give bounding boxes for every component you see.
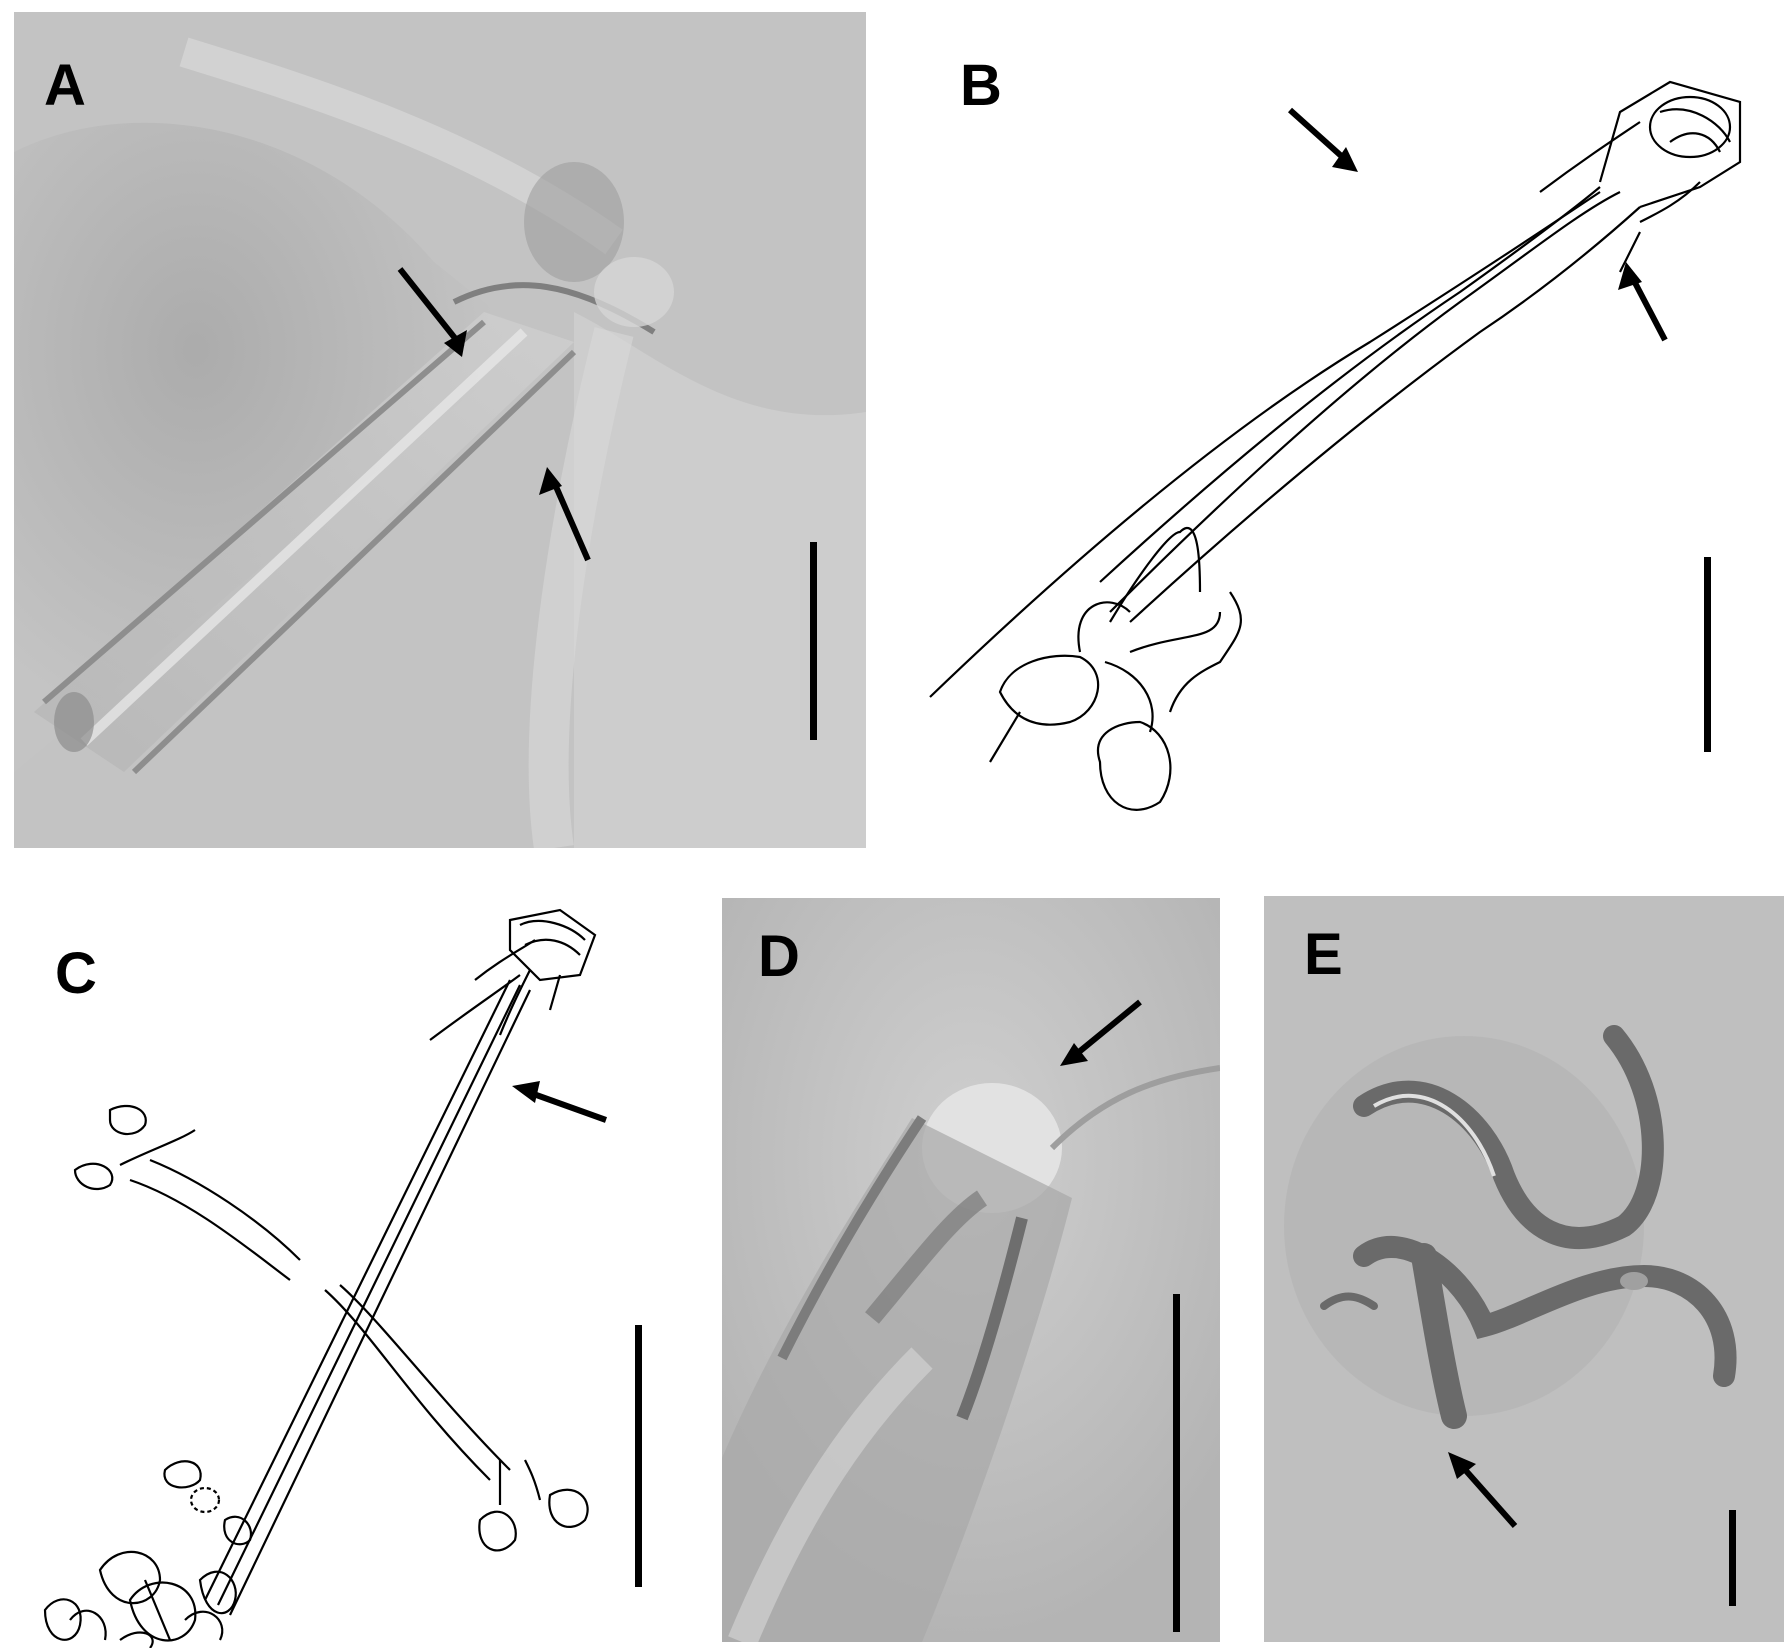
panel-e-label: E [1304,922,1343,987]
scale-bar [1704,557,1711,752]
panel-c: C [0,880,700,1648]
panel-e-image [1264,896,1784,1642]
panel-d-overlays [1060,999,1180,1632]
scale-bar [1173,1294,1180,1632]
scale-bar [635,1325,642,1587]
arrow-icon [1618,262,1668,342]
panel-a-label: A [44,53,86,118]
arrow-icon [539,467,591,562]
panel-a-overlays [397,267,817,740]
arrow-icon [1448,1452,1518,1528]
panel-d: D [722,898,1220,1642]
panel-e-overlays [1448,1452,1736,1606]
panel-c-label: C [55,941,97,1006]
arrow-icon [1287,107,1358,172]
panel-a-image [14,12,866,848]
arrow-icon [397,267,467,357]
arrow-icon [1060,999,1142,1066]
scale-bar [1729,1510,1736,1606]
panel-d-image [722,898,1220,1642]
panel-d-label: D [758,924,800,989]
panel-b-drawing [929,80,1742,811]
panel-b: B [900,12,1770,842]
panel-a: A [14,12,866,848]
panel-b-label: B [960,53,1002,118]
scale-bar [810,542,817,740]
panel-e: E [1264,896,1784,1642]
arrow-icon [512,1081,608,1123]
panel-c-drawing [43,908,642,1648]
